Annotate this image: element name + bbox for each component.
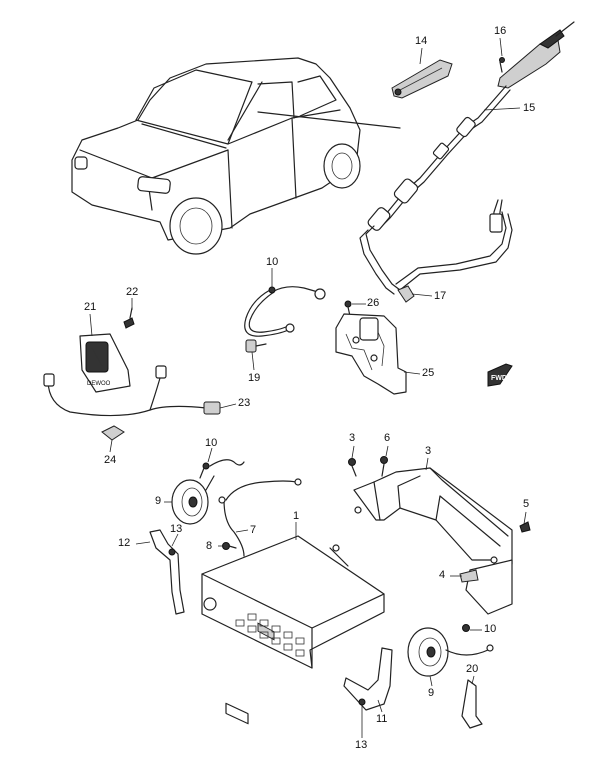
callout-5: 5 (523, 498, 530, 510)
forward-direction-marker: FWD (487, 363, 513, 387)
callout-10-speaker-right: 10 (484, 623, 497, 635)
clip-4 (459, 569, 479, 583)
callout-13-left: 13 (170, 523, 183, 535)
callout-12: 12 (118, 537, 131, 549)
speaker-right-9 (407, 627, 494, 677)
callout-9-left: 9 (155, 495, 162, 507)
callout-13-right: 13 (355, 739, 368, 751)
screw-26 (344, 300, 352, 317)
callout-3: 3 (425, 445, 432, 457)
callout-10-speaker-left: 10 (205, 437, 218, 449)
callout-24: 24 (104, 454, 117, 466)
callout-7: 7 (250, 524, 257, 536)
antenna-base (497, 21, 575, 89)
mounting-bracket-3 (353, 467, 513, 615)
switch-panel-21: DEWOO (79, 333, 131, 393)
callout-4: 4 (439, 569, 446, 581)
screw-5 (519, 521, 531, 533)
leader-lines (89, 37, 527, 738)
callout-20: 20 (466, 663, 479, 675)
screw-6 (380, 456, 388, 477)
callout-15: 15 (523, 102, 536, 114)
callout-25: 25 (422, 367, 435, 379)
antenna-cable (359, 85, 513, 295)
callout-9-right: 9 (428, 687, 435, 699)
callout-10-cable: 10 (266, 256, 279, 268)
connector-17 (397, 285, 415, 303)
radio-buttons (235, 613, 305, 657)
car-illustration (71, 57, 401, 255)
badge-label: DEWOO (87, 381, 111, 387)
screw-10-lower (462, 624, 470, 632)
antenna-cover (391, 59, 453, 99)
screw-8 (222, 542, 237, 550)
screw-10-upper (199, 459, 245, 479)
speaker-left-9 (171, 475, 215, 525)
antenna-lead-cable (244, 286, 326, 337)
bracket-12 (149, 529, 185, 615)
callout-19: 19 (248, 372, 261, 384)
callout-23: 23 (238, 397, 251, 409)
speaker-wire-7 (218, 478, 302, 557)
callout-11: 11 (376, 713, 388, 725)
clip-19 (245, 339, 267, 353)
fwd-text: FWD (491, 375, 507, 382)
clip-24 (101, 425, 125, 441)
callout-8: 8 (206, 540, 213, 552)
callout-26: 26 (367, 297, 380, 309)
callout-22: 22 (126, 286, 139, 298)
callout-14: 14 (415, 35, 428, 47)
callout-16: 16 (494, 25, 507, 37)
callout-6: 6 (384, 432, 391, 444)
radio-head-unit-1 (201, 535, 385, 725)
antenna-amp-25 (335, 313, 407, 395)
screw-22 (123, 307, 135, 329)
callout-2: 3 (349, 432, 356, 444)
wire-harness-23 (43, 365, 221, 417)
screw-2 (348, 458, 357, 477)
bracket-20 (461, 679, 483, 729)
bracket-11 (343, 647, 393, 711)
callout-17: 17 (434, 290, 447, 302)
callout-1: 1 (293, 510, 300, 522)
callout-21: 21 (84, 301, 97, 313)
